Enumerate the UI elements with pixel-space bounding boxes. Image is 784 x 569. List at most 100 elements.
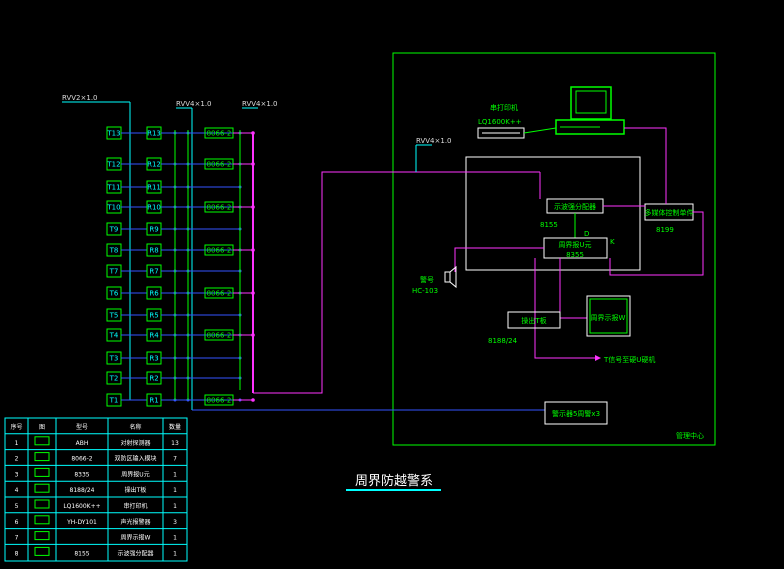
legend-cell: 周界示报W	[121, 534, 151, 542]
legend-symbol	[34, 499, 50, 509]
legend-cell: 4	[15, 487, 19, 494]
legend-cell: 8188/24	[70, 487, 95, 494]
monitor-name: 周界示报W	[591, 313, 626, 322]
receiver-label: R1	[149, 397, 158, 405]
legend-cell: YH-DY101	[66, 519, 97, 526]
transmitter-label: T1	[109, 397, 119, 405]
legend-cell: 对射探测器	[120, 439, 150, 447]
management-center-frame	[392, 52, 716, 446]
legend-cell: 8155	[74, 550, 89, 557]
zone-row: T6 R6 8066-2	[106, 286, 255, 300]
sound-code: HC-103	[412, 287, 438, 295]
printer-model: LQ1600K++	[478, 118, 522, 126]
receiver-label: R9	[149, 226, 158, 234]
transmitter-label: T10	[106, 204, 120, 212]
printer-icon	[477, 127, 525, 139]
zone-row: T13 R13 8066-2	[106, 126, 255, 140]
receiver-label: R10	[147, 204, 161, 212]
receiver-label: R12	[147, 161, 161, 169]
lamp-box	[544, 401, 608, 425]
input-module-label: 8066-2	[207, 161, 232, 169]
transmitter-label: T3	[109, 355, 119, 363]
legend-symbol	[34, 436, 50, 446]
receiver-label: R2	[149, 375, 158, 383]
legend-cell: 声光报警器	[120, 518, 150, 526]
input-module-label: 8066-2	[207, 290, 232, 298]
zone-row: T8 R8 8066-2	[106, 243, 255, 257]
receiver-label: R5	[149, 312, 158, 320]
keyboard-box	[507, 311, 561, 329]
legend-symbol	[34, 483, 50, 493]
legend-header-cell: 图	[39, 424, 45, 431]
legend-header-cell: 型号	[76, 423, 88, 431]
zone-row: T7 R7	[106, 264, 242, 278]
legend-header-cell: 数量	[169, 423, 181, 431]
zone-row: T5 R5	[106, 308, 242, 322]
legend-cell: 3	[173, 519, 177, 526]
legend-cell: 6	[15, 519, 19, 526]
cable-label-left: RVV2×1.0	[62, 94, 98, 102]
legend-cell: 7	[173, 456, 177, 463]
legend-symbol	[34, 546, 50, 556]
legend-cell: 1	[173, 503, 177, 510]
legend-cell: 8	[15, 550, 19, 557]
transmitter-label: T6	[109, 290, 119, 298]
sound-label: 警号	[420, 275, 434, 284]
lamp-box-name: 警示器5周警x3	[552, 409, 600, 418]
zone-row: T10 R10 8066-2	[106, 200, 255, 214]
cable-label-control: RVV4×1.0	[416, 137, 452, 145]
legend-symbol	[34, 515, 50, 525]
input-module-label: 8066-2	[207, 332, 232, 340]
transmitter-label: T7	[109, 268, 119, 276]
receiver-label: R8	[149, 247, 158, 255]
legend-symbol	[34, 452, 50, 462]
receiver-label: R13	[147, 130, 161, 138]
splitter-name: 示波强分配器	[554, 202, 596, 211]
printer-name: 串打印机	[490, 103, 518, 112]
input-module-label: 8066-2	[207, 247, 232, 255]
transmitter-label: T11	[106, 184, 120, 192]
cable-label-mid: RVV4×1.0	[176, 100, 212, 108]
legend-symbol	[34, 531, 50, 541]
legend-cell: 1	[173, 471, 177, 478]
receiver-label: R11	[147, 184, 161, 192]
receiver-label: R7	[149, 268, 158, 276]
cable-label-right: RVV4×1.0	[242, 100, 278, 108]
signal-note: T信号至硬U硬机	[603, 355, 655, 364]
legend-cell: 1	[173, 535, 177, 542]
legend-cell: 1	[173, 550, 177, 557]
zone-row: T12 R12 8066-2	[106, 157, 255, 171]
letter-d: D	[584, 230, 589, 238]
legend-cell: 5	[15, 503, 19, 510]
alarm-unit-name: 周界报U元	[558, 240, 591, 249]
receiver-label: R4	[149, 332, 159, 340]
diagram-title: 周界防越警系	[355, 473, 433, 489]
transmitter-label: T5	[109, 312, 119, 320]
sounder-icon	[444, 265, 457, 289]
transmitter-label: T13	[106, 130, 120, 138]
legend-symbol	[34, 467, 50, 477]
legend-cell: 3	[15, 471, 19, 478]
input-module-label: 8066-2	[207, 204, 232, 212]
legend-cell: 8066-2	[71, 456, 92, 463]
legend-cell: 1	[173, 487, 177, 494]
legend-cell: 串打印机	[123, 502, 147, 510]
legend-cell: 7	[15, 535, 19, 542]
transmitter-label: T8	[109, 247, 119, 255]
receiver-label: R6	[149, 290, 159, 298]
keyboard-code: 8188/24	[488, 337, 518, 345]
legend-header-cell: 序号	[10, 423, 22, 431]
alarm-unit-code: 8355	[566, 251, 584, 259]
transmitter-label: T12	[106, 161, 120, 169]
legend-cell: ABH	[76, 440, 89, 447]
legend-cell: 双防区输入模块	[114, 455, 156, 463]
legend-cell: 周界报U元	[121, 470, 149, 478]
legend-cell: 8335	[74, 471, 89, 478]
input-module-label: 8066-2	[207, 130, 232, 138]
